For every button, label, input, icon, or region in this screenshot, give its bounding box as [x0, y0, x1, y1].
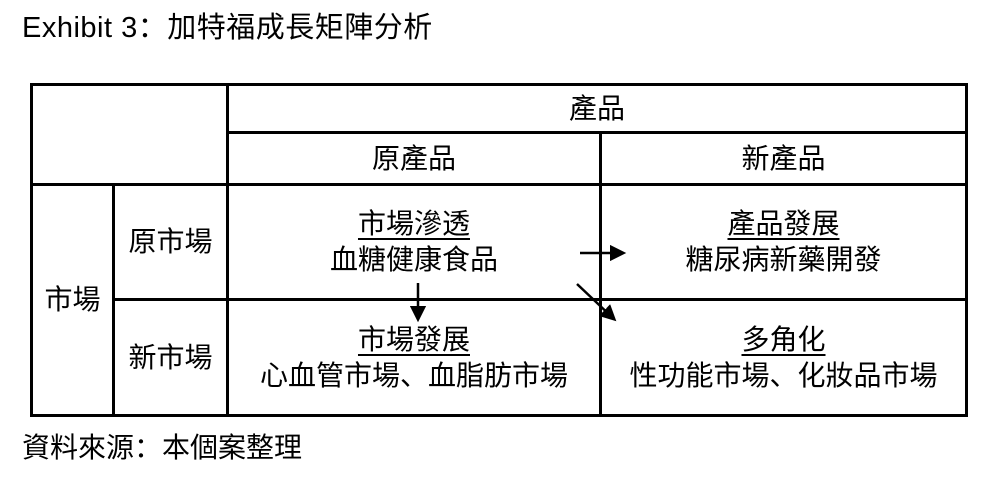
quadrant-market-development: 市場發展 心血管市場、血脂肪市場: [229, 301, 599, 414]
product-development-strategy-label: 產品發展: [727, 208, 840, 239]
market-penetration-strategy-label: 市場滲透: [357, 208, 470, 239]
market-axis-header: 市場: [33, 186, 112, 414]
new-product-label: 新產品: [741, 142, 826, 174]
quadrant-diversification: 多角化 性功能市場、化妝品市場: [602, 301, 965, 414]
exhibit-title: Exhibit 3：加特福成長矩陣分析: [22, 12, 433, 44]
column-header-old-product: 原產品: [229, 134, 599, 183]
quadrant-market-penetration: 市場滲透 血糖健康食品: [229, 186, 599, 298]
market-penetration-detail: 血糖健康食品: [329, 244, 498, 275]
row-header-new-market: 新市場: [115, 301, 226, 414]
row-header-old-market: 原市場: [115, 186, 226, 298]
diversification-detail: 性功能市場、化妝品市場: [629, 359, 938, 391]
old-market-label: 原市場: [128, 226, 213, 257]
diversification-strategy-label: 多角化: [741, 323, 826, 355]
source-note: 資料來源：本個案整理: [22, 432, 303, 463]
product-axis-label: 產品: [568, 92, 625, 124]
matrix-corner-cell: [33, 86, 226, 183]
market-axis-label: 市場: [44, 284, 101, 315]
market-development-detail: 心血管市場、血脂肪市場: [259, 359, 568, 391]
column-header-new-product: 新產品: [602, 134, 965, 183]
market-development-strategy-label: 市場發展: [357, 323, 470, 355]
quadrant-product-development: 產品發展 糖尿病新藥開發: [602, 186, 965, 298]
growth-matrix-table: 產品 原產品 新產品 市場 原市場 市場滲透 血糖健康食品 產品發展 糖尿病新藥…: [30, 83, 968, 417]
old-product-label: 原產品: [371, 142, 456, 174]
new-market-label: 新市場: [128, 341, 213, 373]
product-axis-header: 產品: [229, 86, 965, 131]
product-development-detail: 糖尿病新藥開發: [685, 244, 882, 275]
